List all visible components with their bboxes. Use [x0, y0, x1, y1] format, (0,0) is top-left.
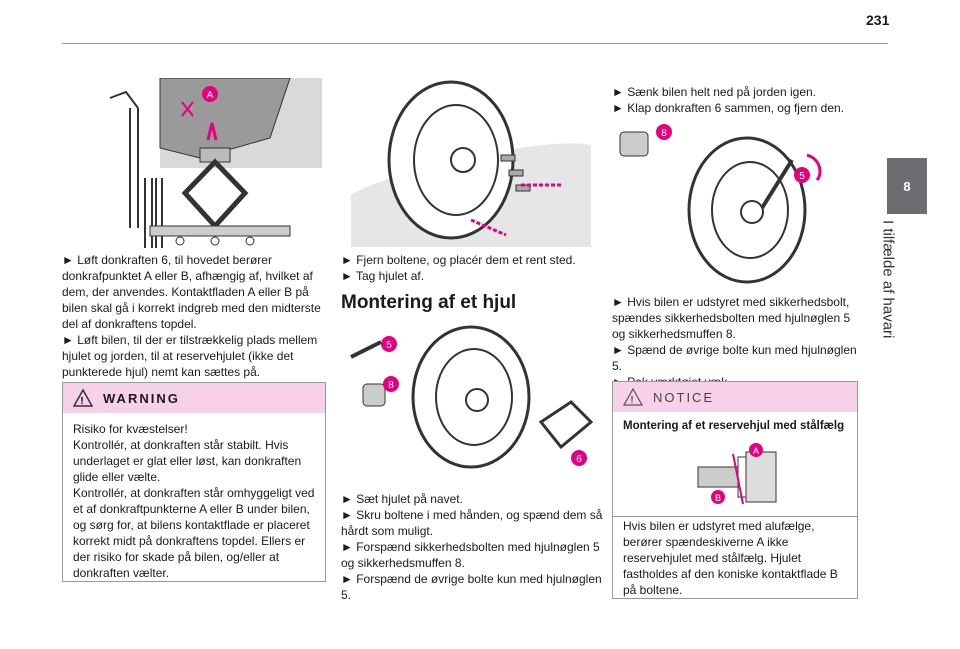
- notice-box: ! NOTICE Montering af et reservehjul med…: [612, 381, 858, 599]
- notice-divider: [613, 516, 857, 517]
- notice-subtitle: Montering af et reservehjul med stålfælg: [623, 420, 845, 432]
- label-a: A: [207, 90, 214, 101]
- label-5-a: 5: [386, 340, 392, 351]
- label-5-b: 5: [799, 171, 805, 182]
- column-2-bottom-text: ► Sæt hjulet på navet. ► Skru boltene i …: [341, 491, 603, 603]
- column-3-bottom-text: ► Hvis bilen er udstyret med sikkerhedsb…: [612, 294, 864, 390]
- warning-box: ! WARNING Risiko for kvæstelser! Kontrol…: [62, 382, 326, 582]
- label-8-b: 8: [661, 128, 667, 139]
- column-3-top-text: ► Sænk bilen helt ned på jorden igen. ► …: [612, 84, 860, 116]
- chapter-side-title: I tilfælde af havari: [868, 220, 908, 360]
- notice-icon: !: [623, 388, 643, 406]
- col3-para-3: ► Hvis bilen er udstyret med sikkerhedsb…: [612, 295, 851, 341]
- warning-title: WARNING: [103, 390, 180, 406]
- label-a-notice: A: [753, 446, 759, 456]
- notice-body: Hvis bilen er udstyret med alufælge, ber…: [623, 519, 838, 597]
- label-8-a: 8: [388, 380, 394, 391]
- bolt-illustration: A B: [697, 443, 777, 505]
- wheel-mounting-illustration: 5 8 6: [350, 325, 594, 469]
- tightening-illustration: 8 5: [619, 124, 822, 284]
- label-6-a: 6: [576, 454, 582, 465]
- section-heading: Montering af et hjul: [341, 292, 517, 313]
- col2-para-4: ► Skru boltene i med hånden, og spænd de…: [341, 508, 603, 538]
- chapter-tab: 8: [887, 158, 927, 214]
- svg-text:!: !: [631, 395, 636, 406]
- col1-para-2: ► Løft bilen, til der er tilstrækkelig p…: [62, 333, 318, 379]
- col2-para-5: ► Forspænd sikkerhedsbolten med hjulnøgl…: [341, 540, 600, 570]
- col2-para-3: ► Sæt hjulet på navet.: [341, 492, 463, 506]
- col2-para-2: ► Tag hjulet af.: [341, 269, 425, 283]
- column-2-top-text: ► Fjern boltene, og placér dem et rent s…: [341, 252, 603, 284]
- col3-para-4: ► Spænd de øvrige bolte kun med hjulnøgl…: [612, 343, 857, 373]
- col2-para-6: ► Forspænd de øvrige bolte kun med hjuln…: [341, 572, 602, 602]
- column-1-text: ► Løft donkraften 6, til hovedet berører…: [62, 252, 328, 380]
- jack-illustration: A: [109, 78, 322, 248]
- wheel-removal-illustration: [351, 80, 591, 247]
- page-number: 231: [866, 12, 890, 28]
- warning-body: Risiko for kvæstelser! Kontrollér, at do…: [73, 422, 315, 580]
- warning-icon: !: [73, 389, 93, 407]
- col1-para-1: ► Løft donkraften 6, til hovedet berører…: [62, 253, 321, 331]
- notice-title: NOTICE: [653, 389, 715, 405]
- col2-para-1: ► Fjern boltene, og placér dem et rent s…: [341, 253, 576, 267]
- label-b-notice: B: [715, 493, 721, 503]
- header-rule: [62, 43, 888, 44]
- notice-header: ! NOTICE: [613, 382, 857, 412]
- warning-header: ! WARNING: [63, 383, 325, 413]
- col3-para-2: ► Klap donkraften 6 sammen, og fjern den…: [612, 101, 845, 115]
- chapter-title: I tilfælde af havari: [879, 220, 897, 339]
- col3-para-1: ► Sænk bilen helt ned på jorden igen.: [612, 85, 817, 99]
- svg-text:!: !: [80, 396, 85, 407]
